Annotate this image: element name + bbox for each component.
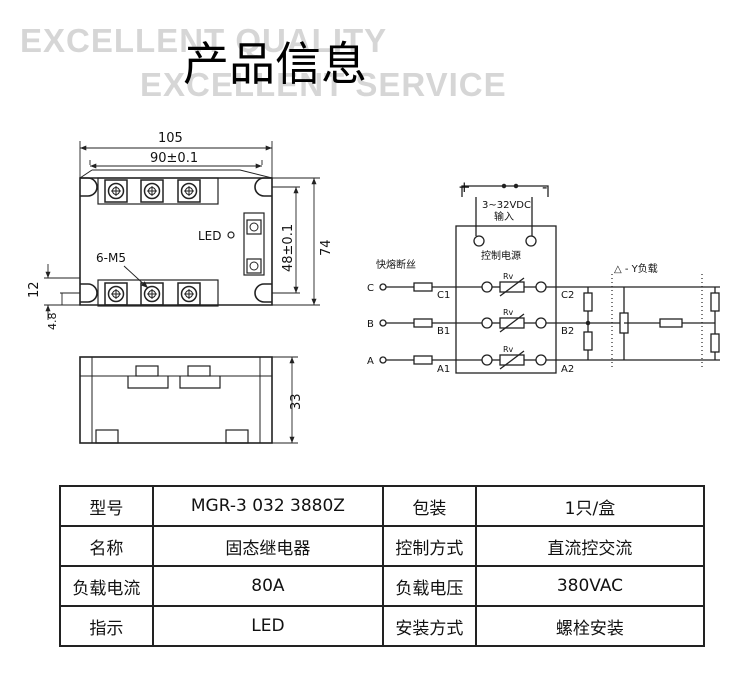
varistor-label-c: Rv <box>503 272 514 281</box>
led-label: LED <box>198 229 222 243</box>
spec-key: 型号 <box>59 485 154 527</box>
spec-value: 380VAC <box>474 565 706 607</box>
load-label: △ - Y负载 <box>614 262 658 275</box>
terminal-c1: C1 <box>437 290 450 301</box>
spec-key: 控制方式 <box>382 525 477 567</box>
dim-width-total: 105 <box>158 131 183 146</box>
spec-key: 包装 <box>382 485 477 527</box>
fuse-label: 快熔断丝 <box>376 258 416 271</box>
technical-drawing: LED 6-M5 105 90±0.1 74 48±0.1 12 4.8 <box>27 131 720 444</box>
watermark-line-1: EXCELLENT QUALITY <box>20 22 388 59</box>
dim-12: 12 <box>27 281 42 298</box>
phase-b-label: B <box>367 319 374 330</box>
input-plus: + <box>458 178 471 196</box>
spec-value: 直流控交流 <box>474 525 706 567</box>
spec-key: 安装方式 <box>382 605 477 647</box>
spec-value: MGR-3 032 3880Z <box>151 485 385 527</box>
varistor-label-a: Rv <box>503 345 514 354</box>
spec-value: 固态继电器 <box>151 525 385 567</box>
page-title: 产品信息 <box>183 37 367 91</box>
table-row: 负载电流 80A 负载电压 380VAC <box>59 565 706 607</box>
terminal-c2: C2 <box>561 290 574 301</box>
varistor-label-b: Rv <box>503 308 514 317</box>
watermark-line-2: EXCELLENT SERVICE <box>140 66 507 103</box>
terminal-b2: B2 <box>561 326 574 337</box>
spec-value: 1只/盒 <box>474 485 706 527</box>
spec-key: 负载电压 <box>382 565 477 607</box>
dim-depth: 33 <box>289 393 304 410</box>
input-minus: - <box>542 178 547 196</box>
terminal-a1: A1 <box>437 364 450 375</box>
wiring-diagram <box>383 183 720 374</box>
input-voltage-range: 3~32VDC <box>482 200 531 211</box>
input-label: 输入 <box>494 210 514 223</box>
spec-key: 名称 <box>59 525 154 567</box>
dim-4-8: 4.8 <box>46 313 59 331</box>
table-row: 型号 MGR-3 032 3880Z 包装 1只/盒 <box>59 485 706 527</box>
phase-c-label: C <box>367 283 374 294</box>
spec-key: 指示 <box>59 605 154 647</box>
terminal-b1: B1 <box>437 326 450 337</box>
table-row: 名称 固态继电器 控制方式 直流控交流 <box>59 525 706 567</box>
dim-height-total: 74 <box>319 239 334 256</box>
spec-table: 型号 MGR-3 032 3880Z 包装 1只/盒 名称 固态继电器 控制方式… <box>59 485 706 647</box>
spec-key: 负载电流 <box>59 565 154 607</box>
screw-spec-label: 6-M5 <box>96 251 126 265</box>
table-row: 指示 LED 安装方式 螺栓安装 <box>59 605 706 647</box>
dim-hole-spacing: 90±0.1 <box>150 151 198 166</box>
side-view-drawing <box>79 356 273 444</box>
phase-a-label: A <box>367 356 374 367</box>
top-view-drawing <box>79 169 273 307</box>
terminal-a2: A2 <box>561 364 574 375</box>
control-power-label: 控制电源 <box>481 249 521 262</box>
spec-value: 螺栓安装 <box>474 605 706 647</box>
spec-value: 80A <box>151 565 385 607</box>
dim-hole-vertical: 48±0.1 <box>281 224 296 272</box>
spec-value: LED <box>151 605 385 647</box>
